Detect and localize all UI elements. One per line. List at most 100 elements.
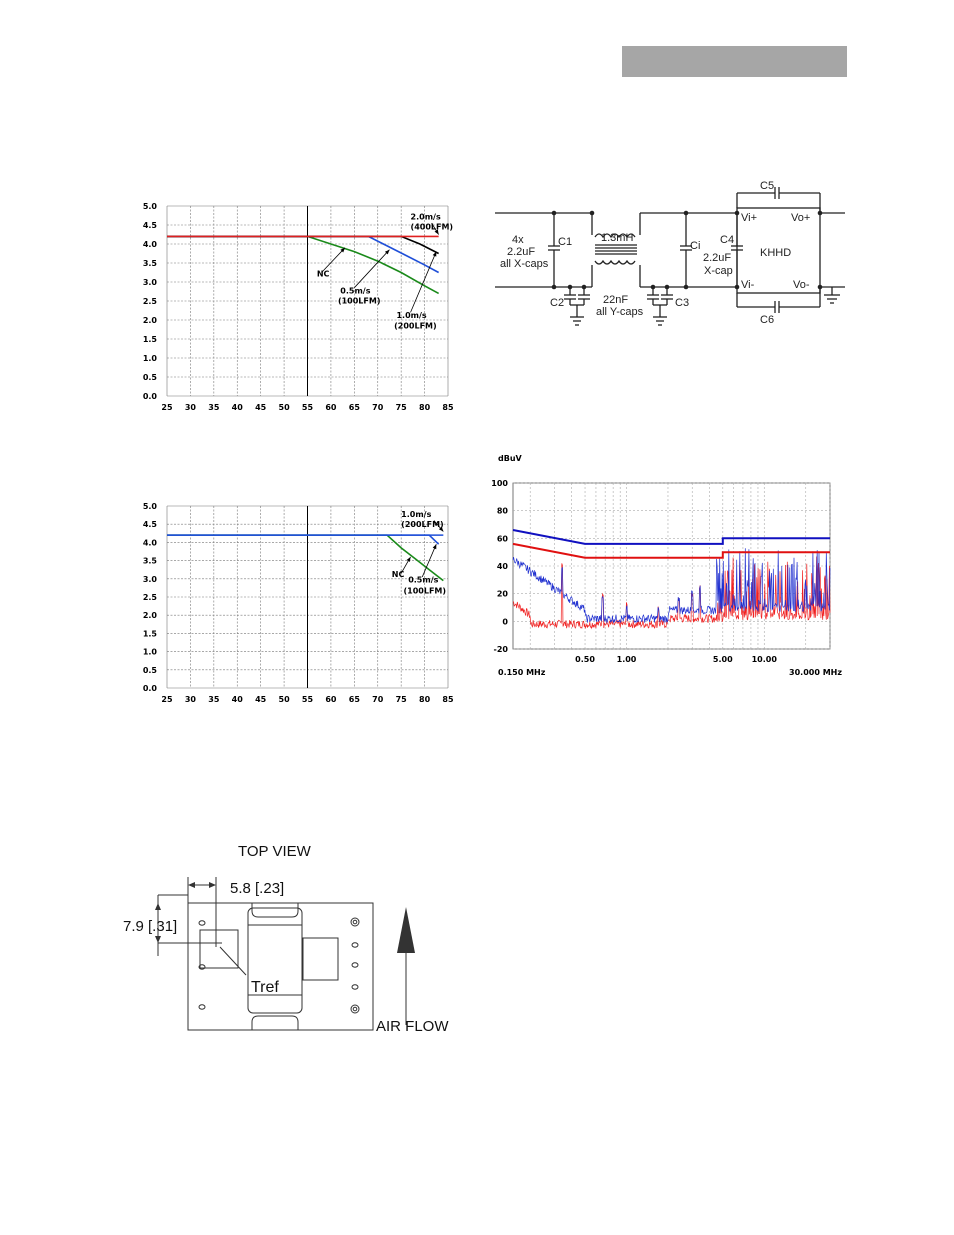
air-flow-label: AIR FLOW — [376, 1018, 449, 1035]
y-tick-label: 3.5 — [143, 557, 158, 566]
annotation-arrow-head — [434, 229, 439, 235]
x-tick-label: 45 — [255, 695, 267, 704]
series-line — [167, 235, 440, 295]
y-tick-label: 2.0 — [143, 611, 158, 620]
annotations: 1.0m/s(200LFM)NC0.5m/s(100LFM) — [392, 510, 446, 595]
filter-schematic: C5 C6 C1 C2 C3 C4 Ci 1.3mH 4x 2.2uF all … — [495, 180, 845, 326]
y-tick-label: 0.0 — [143, 392, 158, 401]
y-tick-label: 3.0 — [143, 575, 158, 584]
annotation-arrow-head — [432, 544, 437, 550]
x-tick-label: 1.00 — [617, 655, 637, 664]
annotation-arrow-line — [354, 249, 390, 288]
y-tick-label: 3.0 — [143, 278, 158, 287]
x-tick-label: 5.00 — [713, 655, 733, 664]
annotation-label: (100LFM) — [338, 297, 381, 306]
y-tick-label: 100 — [491, 479, 508, 488]
series-lines — [167, 235, 440, 295]
label-c5: C5 — [760, 180, 774, 192]
x-tick-label: 35 — [208, 695, 220, 704]
emission-trace-red — [512, 556, 831, 630]
y-tick-label: 1.0 — [143, 648, 158, 657]
y-tick-label: 3.5 — [143, 259, 158, 268]
annotation-arrow-line — [321, 247, 346, 273]
label-ci: Ci — [690, 240, 700, 252]
x-start-label: 0.150 MHz — [498, 668, 546, 677]
annotation-label: 0.5m/s — [408, 575, 438, 584]
annotation-label: 2.0m/s — [411, 212, 441, 221]
x-tick-label: 75 — [396, 695, 408, 704]
chart-grid — [166, 505, 449, 689]
x-tick-label: 50 — [279, 403, 291, 412]
y-tick-label: 4.0 — [143, 538, 158, 547]
label-vi-minus: Vi- — [741, 279, 755, 291]
series-lines — [167, 534, 444, 582]
x-tick-label: 60 — [325, 695, 337, 704]
label-xcap-value: 2.2uF — [703, 252, 731, 264]
x-tick-label: 80 — [419, 403, 431, 412]
annotation-arrows — [321, 222, 439, 313]
y-tick-label: 5.0 — [143, 202, 158, 211]
y-tick-label: 1.5 — [143, 335, 158, 344]
x-tick-label: 50 — [279, 695, 291, 704]
y-tick-label: 80 — [497, 507, 509, 516]
annotations: 2.0m/s(400LFM)NC0.5m/s(100LFM)1.0m/s(200… — [317, 212, 453, 330]
label-module: KHHD — [760, 247, 791, 259]
chart-grid — [512, 482, 831, 650]
limit-lines — [512, 529, 830, 559]
label-xcaps-count: 4x — [512, 234, 524, 246]
label-c2: C2 — [550, 297, 564, 309]
x-tick-label: 65 — [349, 695, 361, 704]
label-c3: C3 — [675, 297, 689, 309]
annotation-label: NC — [317, 269, 330, 278]
x-tick-label: 65 — [349, 403, 361, 412]
x-tick-label: 85 — [442, 403, 454, 412]
x-end-label: 30.000 MHz — [789, 668, 842, 677]
y-tick-label: 4.5 — [143, 520, 158, 529]
x-tick-label: 70 — [372, 403, 384, 412]
emission-traces — [512, 548, 831, 630]
annotation-label: 1.0m/s — [396, 311, 426, 320]
y-tick-label: 0.0 — [143, 684, 158, 693]
x-tick-label: 30 — [185, 695, 197, 704]
annotation-label: 0.5m/s — [340, 286, 370, 295]
y-tick-label: 0.5 — [143, 373, 158, 382]
y-tick-labels: 0.00.51.01.52.02.53.03.54.04.55.0 — [143, 202, 158, 401]
top-view-title: TOP VIEW — [238, 843, 312, 860]
y-tick-label: 20 — [497, 590, 509, 599]
annotation-arrow-head — [340, 247, 345, 253]
label-xcaps-value: 2.2uF — [507, 246, 535, 258]
label-c1: C1 — [558, 236, 572, 248]
annotation-arrow-head — [406, 556, 411, 562]
y-tick-label: 5.0 — [143, 502, 158, 511]
x-tick-label: 40 — [232, 403, 244, 412]
annotation-arrow-line — [410, 251, 437, 313]
annotation-label: 1.0m/s — [401, 510, 431, 519]
emission-trace-blue — [512, 548, 831, 624]
x-tick-label: 25 — [161, 403, 173, 412]
x-tick-label: 55 — [302, 403, 314, 412]
x-tick-label: 25 — [161, 695, 173, 704]
series-line — [167, 235, 440, 274]
x-tick-label: 10.00 — [752, 655, 778, 664]
y-tick-label: 0.5 — [143, 666, 158, 675]
label-c4: C4 — [720, 234, 734, 246]
y-tick-label: 40 — [497, 562, 509, 571]
annotation-label: (100LFM) — [404, 586, 447, 595]
annotation-arrow-head — [432, 251, 437, 257]
y-tick-label: 1.0 — [143, 354, 158, 363]
x-tick-label: 40 — [232, 695, 244, 704]
x-tick-label: 85 — [442, 695, 454, 704]
chart-grid — [166, 205, 449, 397]
limit-line-avg — [512, 542, 830, 559]
annotation-arrow-head — [384, 249, 390, 255]
x-tick-label: 45 — [255, 403, 267, 412]
label-vi-plus: Vi+ — [741, 212, 757, 224]
top-view-drawing: TOP VIEW — [123, 843, 449, 1035]
tref-label: Tref — [251, 979, 279, 996]
annotation-arrows — [400, 520, 444, 578]
label-vo-plus: Vo+ — [791, 212, 810, 224]
